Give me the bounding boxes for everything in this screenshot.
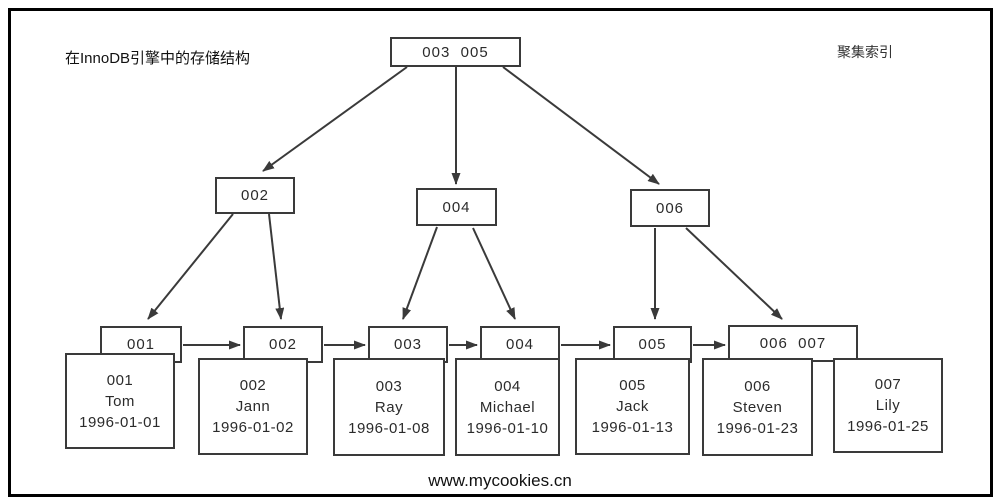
leaf-header-002: 002 (243, 326, 323, 363)
record-name: Tom (105, 392, 135, 410)
record-date: 1996-01-13 (591, 419, 674, 436)
record-004: 004 Michael 1996-01-10 (455, 358, 560, 456)
internal-node-004: 004 (416, 188, 497, 226)
record-name: Michael (479, 398, 536, 416)
record-name: Lily (875, 397, 901, 414)
internal-node-002: 002 (215, 177, 295, 214)
record-005: 005 Jack 1996-01-13 (575, 358, 690, 455)
record-name: Ray (374, 398, 404, 416)
record-006: 006 Steven 1996-01-23 (702, 358, 813, 456)
record-date: 1996-01-08 (348, 419, 430, 437)
watermark: www.mycookies.cn (428, 471, 572, 490)
diagram-border (8, 8, 993, 497)
leaf-header-005: 005 (613, 326, 692, 363)
record-date: 1996-01-25 (847, 418, 929, 435)
record-id: 003 (375, 377, 403, 395)
leaf-header-003: 003 (368, 326, 448, 363)
record-date: 1996-01-02 (212, 419, 294, 436)
record-id: 007 (874, 376, 902, 393)
record-id: 002 (239, 377, 267, 394)
record-date: 1996-01-01 (79, 413, 161, 431)
record-id: 005 (619, 377, 646, 394)
record-007: 007 Lily 1996-01-25 (833, 358, 943, 453)
record-date: 1996-01-10 (466, 419, 549, 437)
root-node: 003 005 (390, 37, 521, 67)
internal-node-006: 006 (630, 189, 710, 227)
record-002: 002 Jann 1996-01-02 (198, 358, 308, 455)
record-id: 004 (494, 377, 521, 395)
leaf-header-006-007: 006 007 (728, 325, 858, 362)
record-003: 003 Ray 1996-01-08 (333, 358, 445, 456)
record-name: Steven (732, 398, 783, 416)
record-id: 006 (744, 377, 771, 395)
record-001: 001 Tom 1996-01-01 (65, 353, 175, 449)
record-date: 1996-01-23 (716, 419, 799, 437)
record-name: Jack (616, 398, 649, 415)
record-name: Jann (235, 398, 271, 415)
diagram-title: 在InnoDB引擎中的存储结构 (65, 50, 251, 67)
index-type-label: 聚集索引 (837, 44, 893, 60)
record-id: 001 (106, 371, 134, 389)
